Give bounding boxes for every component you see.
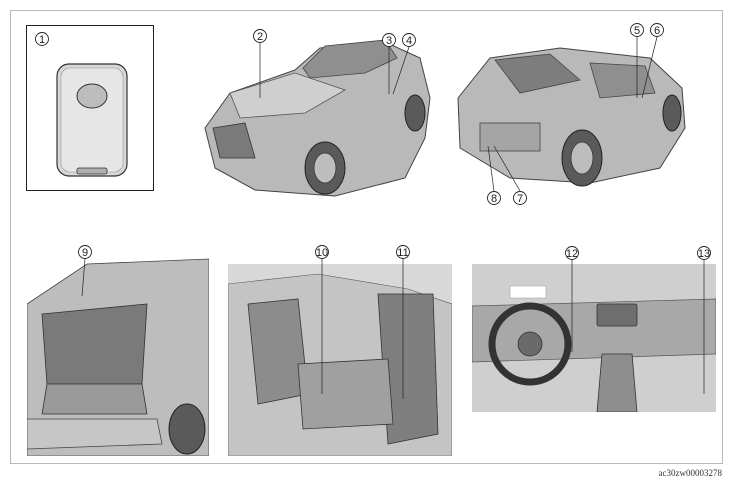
rear-seats-panel: 10 11 xyxy=(228,244,452,456)
callout-3: 3 xyxy=(386,35,392,47)
callout-7: 7 xyxy=(517,193,523,205)
callout-4: 4 xyxy=(406,35,412,47)
callout-5: 5 xyxy=(634,25,640,37)
callout-11: 11 xyxy=(397,247,408,259)
dashboard-illustration: 12 13 xyxy=(472,246,716,412)
key-fob-button xyxy=(76,83,108,109)
cargo-area-illustration: 9 xyxy=(27,244,209,456)
key-fob-panel: 1 xyxy=(26,25,154,191)
illustration-frame xyxy=(10,10,723,464)
callout-9: 9 xyxy=(82,247,88,259)
callout-2: 2 xyxy=(257,31,263,43)
car-front-illustration: 2 3 4 xyxy=(204,29,431,197)
callout-12: 12 xyxy=(566,248,578,260)
callout-6: 6 xyxy=(654,25,660,37)
car-rear-panel: 5 6 8 7 xyxy=(450,18,695,208)
callout-10: 10 xyxy=(316,247,328,259)
callout-1: 1 xyxy=(39,34,45,46)
reference-code: ac30zw00003278 xyxy=(658,468,722,478)
car-rear-illustration: 5 6 8 7 xyxy=(457,23,686,205)
rear-seats-illustration: 10 11 xyxy=(228,245,452,456)
key-fob-illustration: 1 xyxy=(35,32,128,177)
car-front-panel: 2 3 4 xyxy=(185,18,440,208)
cargo-area-panel: 9 xyxy=(27,244,209,456)
dashboard-panel: 12 13 xyxy=(472,244,716,412)
callout-8: 8 xyxy=(491,193,497,205)
callout-13: 13 xyxy=(698,248,710,260)
